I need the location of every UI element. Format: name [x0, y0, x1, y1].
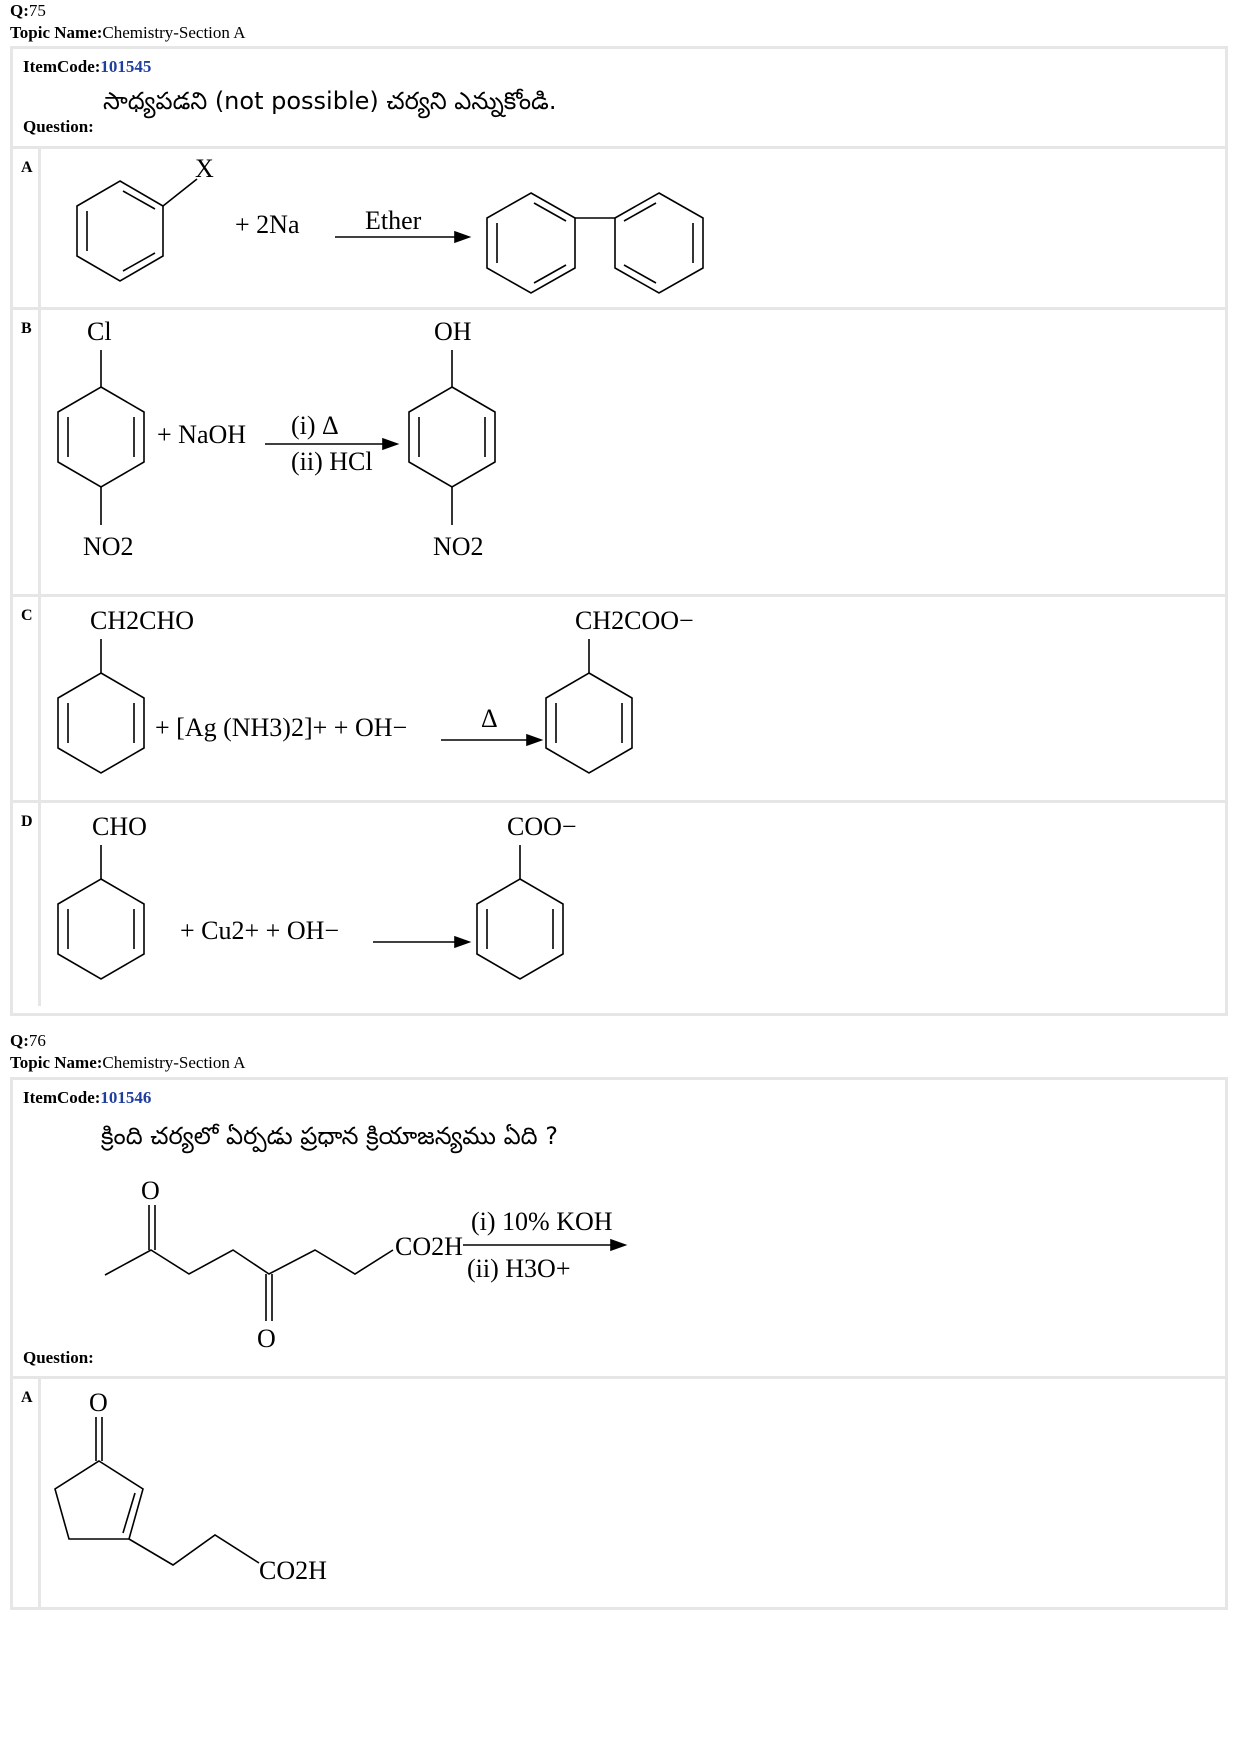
biphenyl-ring-1 — [486, 192, 576, 294]
q75-number-line: Q:75 — [10, 0, 245, 22]
benzene-ring — [76, 180, 164, 282]
reagent-text: + 2Na — [235, 210, 300, 239]
itemcode: ItemCode:101546 — [23, 1088, 151, 1108]
option-a-structure: X + 2Na Ether — [76, 154, 704, 294]
option-c-row: C CH2CHO + [Ag (NH3)2]+ + OH− Δ CH2COO− — [13, 597, 1225, 803]
q75-question-row: ItemCode:101545 సాధ్యపడని (not possible)… — [13, 49, 1225, 149]
option-a-row: A X + 2Na Ether — [13, 149, 1225, 310]
topic-label: Topic Name: — [10, 23, 103, 42]
q-number: 75 — [28, 1, 46, 20]
q76-header: Q:76 Topic Name:Chemistry-Section A — [10, 1030, 245, 1074]
topic-label: Topic Name: — [10, 1053, 103, 1072]
option-c-structure: CH2CHO + [Ag (NH3)2]+ + OH− Δ CH2COO− — [57, 606, 694, 774]
condition-1: (i) 10% KOH — [471, 1207, 613, 1236]
option-label: A — [13, 149, 41, 307]
q-prefix: Q: — [10, 1031, 29, 1050]
substituent-cl: Cl — [87, 317, 112, 346]
option-label: D — [13, 803, 41, 1006]
condition-1: (i) Δ — [291, 411, 339, 440]
q76-number-line: Q:76 — [10, 1030, 245, 1052]
option-b-row: B Cl NO2 + NaOH (i) Δ (ii) HCl OH — [13, 310, 1225, 597]
q76-question-row: ItemCode:101546 క్రింది చర్యలో ఏర్పడు ప్… — [13, 1080, 1225, 1379]
condition-2: (ii) H3O+ — [467, 1254, 570, 1283]
condition-text: Ether — [365, 206, 422, 235]
product-ring — [476, 878, 564, 980]
co2h-group: CO2H — [259, 1556, 327, 1585]
itemcode: ItemCode:101545 — [23, 57, 151, 77]
question-label: Question: — [23, 117, 94, 136]
reagent-text: + [Ag (NH3)2]+ + OH− — [155, 713, 407, 742]
question-text: సాధ్యపడని (not possible) చర్యని ఎన్నుకోం… — [103, 87, 557, 115]
product-oh: OH — [434, 317, 472, 346]
reagent-text: + NaOH — [157, 420, 246, 449]
option-a-row: A O CO2H — [13, 1379, 1225, 1607]
itemcode-label: ItemCode: — [23, 57, 101, 76]
q-prefix: Q: — [10, 1, 29, 20]
topic-value: Chemistry-Section A — [102, 23, 246, 42]
product-no2: NO2 — [433, 532, 484, 561]
option-label: C — [13, 597, 41, 800]
q75-block: ItemCode:101545 సాధ్యపడని (not possible)… — [10, 46, 1228, 1016]
substituent-x: X — [195, 154, 214, 183]
reaction-scheme: O O CO2H (i) 10% KOH (ii) H3O+ — [104, 1176, 628, 1353]
product-ch2coo: CH2COO− — [575, 606, 694, 635]
substituent-cho: CHO — [92, 812, 147, 841]
benzene-ring — [57, 878, 145, 980]
condition-delta: Δ — [481, 704, 498, 733]
oxygen-label: O — [257, 1324, 276, 1353]
option-d-structure: CHO + Cu2+ + OH− COO− — [57, 812, 577, 980]
q76-block: ItemCode:101546 క్రింది చర్యలో ఏర్పడు ప్… — [10, 1077, 1228, 1610]
option-label: B — [13, 310, 41, 594]
option-d-row: D CHO + Cu2+ + OH− COO− — [13, 803, 1225, 1006]
oxygen-label: O — [89, 1388, 108, 1417]
co2h-group: CO2H — [395, 1232, 463, 1261]
topic-value: Chemistry-Section A — [102, 1053, 246, 1072]
question-text: క్రింది చర్యలో ఏర్పడు ప్రధాన క్రియాజన్యమ… — [101, 1122, 558, 1150]
option-b-structure: Cl NO2 + NaOH (i) Δ (ii) HCl OH NO2 — [57, 317, 496, 561]
itemcode-value: 101546 — [100, 1088, 152, 1107]
q75-header: Q:75 Topic Name:Chemistry-Section A — [10, 0, 245, 44]
option-label: A — [13, 1379, 41, 1607]
q75-topic-line: Topic Name:Chemistry-Section A — [10, 22, 245, 44]
q76-topic-line: Topic Name:Chemistry-Section A — [10, 1052, 245, 1074]
benzene-ring — [57, 386, 145, 488]
oxygen-label: O — [141, 1176, 160, 1205]
question-label: Question: — [23, 1348, 94, 1367]
reagent-text: + Cu2+ + OH− — [180, 916, 339, 945]
substituent-no2: NO2 — [83, 532, 134, 561]
option-a-structure: O CO2H — [54, 1388, 327, 1585]
cyclopentenone-ring — [54, 1460, 144, 1540]
product-coo: COO− — [507, 812, 577, 841]
q-number: 76 — [28, 1031, 46, 1050]
substituent-ch2cho: CH2CHO — [90, 606, 194, 635]
itemcode-value: 101545 — [100, 57, 152, 76]
product-ring — [408, 386, 496, 488]
benzene-ring — [57, 672, 145, 774]
itemcode-label: ItemCode: — [23, 1088, 101, 1107]
condition-2: (ii) HCl — [291, 447, 373, 476]
product-ring — [545, 672, 633, 774]
biphenyl-ring-2 — [614, 192, 704, 294]
